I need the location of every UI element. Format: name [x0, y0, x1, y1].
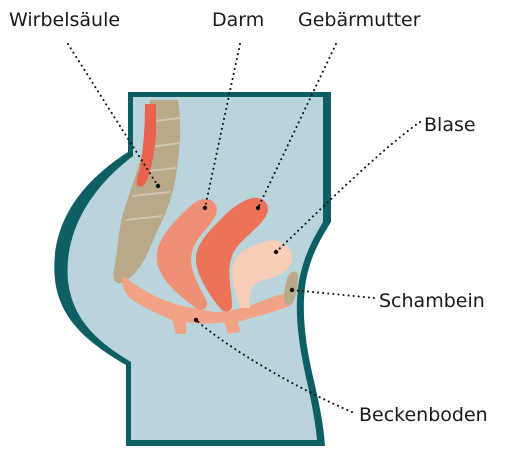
label-intestine: Darm [212, 9, 264, 31]
label-uterus: Gebärmutter [298, 9, 421, 31]
label-pelvic-floor: Beckenboden [359, 404, 488, 426]
label-pubic-bone: Schambein [379, 290, 485, 312]
label-spine: Wirbelsäule [9, 9, 120, 31]
label-bladder: Blase [424, 114, 476, 136]
